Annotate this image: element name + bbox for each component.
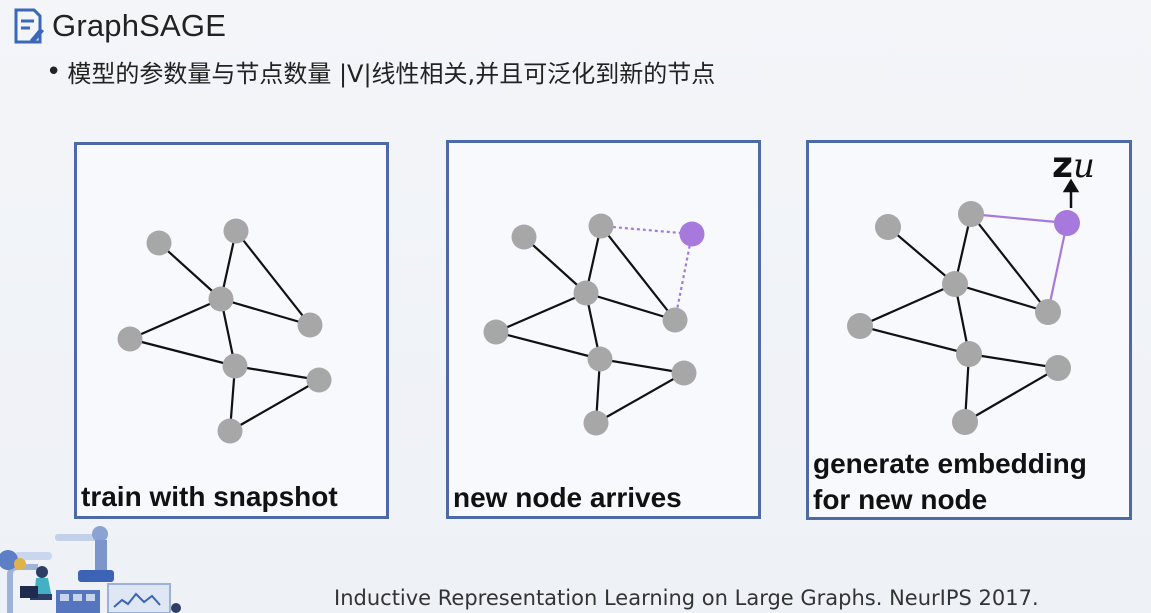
panel-generate-embedding: zu generate embedding for new node	[806, 140, 1132, 520]
edge	[129, 297, 222, 341]
edge	[220, 297, 311, 327]
edge	[235, 230, 311, 326]
panel-caption-line-1: generate embedding	[813, 448, 1087, 479]
graph-node	[511, 224, 537, 250]
edge	[887, 226, 956, 285]
graph-node	[117, 326, 143, 352]
edge	[954, 282, 1049, 314]
graph-node	[217, 418, 243, 444]
new-node	[679, 221, 705, 247]
graph-node	[1035, 299, 1061, 325]
panel-train-snapshot: train with snapshot	[74, 142, 389, 519]
graph-node	[671, 360, 697, 386]
edge	[585, 291, 676, 322]
edge	[859, 282, 956, 328]
edge	[859, 324, 970, 356]
graph-node	[1045, 355, 1071, 381]
bullet-dot: •	[46, 56, 62, 87]
graph-node	[583, 410, 609, 436]
bullet-text: 模型的参数量与节点数量 |V|线性相关,并且可泛化到新的节点	[67, 60, 716, 88]
graph-generate-embedding	[847, 178, 1080, 435]
edge	[968, 352, 1059, 370]
graph-node	[573, 280, 599, 306]
embedding-label: zu	[1052, 145, 1095, 186]
edge	[495, 291, 587, 334]
graph-node	[306, 367, 332, 393]
graph-node	[875, 214, 901, 240]
graph-node	[222, 353, 248, 379]
title-row: GraphSAGE	[10, 4, 226, 48]
edge	[523, 236, 587, 294]
graph-node	[146, 230, 172, 256]
new-edge	[970, 212, 1068, 225]
graph-node	[952, 409, 978, 435]
edge	[495, 330, 601, 361]
graph-node	[208, 286, 234, 312]
graph-node	[587, 346, 613, 372]
edge	[229, 379, 320, 432]
graph-node	[847, 313, 873, 339]
edge	[595, 372, 685, 424]
edge	[599, 357, 685, 375]
panel-caption-line-2: for new node	[813, 484, 988, 515]
panel-caption: new node arrives	[453, 482, 682, 513]
panel-caption: train with snapshot	[81, 481, 338, 512]
edge	[158, 242, 222, 300]
graph-node	[956, 341, 982, 367]
graph-node	[958, 201, 984, 227]
edge	[600, 225, 676, 321]
graph-node	[942, 271, 968, 297]
new-edge-dotted	[600, 224, 693, 236]
edge	[234, 364, 320, 382]
graph-node	[297, 312, 323, 338]
new-node	[1054, 210, 1080, 236]
bullet-item: • 模型的参数量与节点数量 |V|线性相关,并且可泛化到新的节点	[46, 54, 715, 89]
edge	[964, 367, 1059, 423]
graph-node	[223, 218, 249, 244]
panel-new-node-arrives: new node arrives	[446, 140, 761, 519]
new-edge	[1046, 222, 1069, 313]
graph-new-node-arrives	[483, 213, 705, 436]
edge	[970, 213, 1049, 313]
graph-train-snapshot	[117, 218, 332, 444]
new-edge-dotted	[673, 233, 694, 321]
edge	[129, 337, 236, 368]
embedding-arrowhead	[1062, 178, 1080, 193]
robot-worker-illustration	[0, 526, 181, 613]
graph-node	[662, 307, 688, 333]
graph-node	[588, 213, 614, 239]
citation: Inductive Representation Learning on Lar…	[334, 586, 1039, 610]
document-edit-icon	[10, 6, 46, 46]
page-title: GraphSAGE	[52, 8, 227, 43]
graph-node	[483, 319, 509, 345]
